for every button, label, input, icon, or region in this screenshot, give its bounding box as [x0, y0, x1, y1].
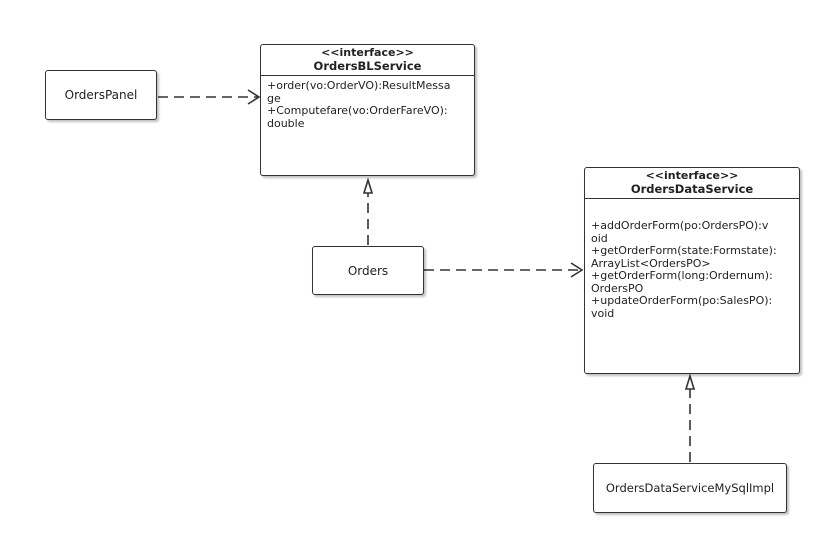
orders-data-service-interface[interactable]: <<interface>> OrdersDataService +addOrde… — [584, 167, 800, 374]
stereotype-label: <<interface>> — [321, 46, 414, 59]
orders-label: Orders — [347, 263, 389, 278]
stereotype-label: <<interface>> — [645, 169, 739, 182]
dependency-arrowhead-bl — [247, 89, 261, 105]
orders-bl-service-interface[interactable]: <<interface>> OrdersBLService +order(vo:… — [260, 44, 475, 176]
interface-methods: +order(vo:OrderVO):ResultMessa ge +Compu… — [267, 79, 451, 130]
orders-panel-class[interactable]: OrdersPanel — [45, 70, 157, 120]
interface-header: <<interface>> OrdersDataService — [585, 168, 799, 199]
impl-label: OrdersDataServiceMySqlImpl — [605, 481, 775, 495]
orders-panel-label: OrdersPanel — [64, 88, 138, 102]
interface-name: OrdersBLService — [313, 59, 422, 73]
realization-arrowhead-data — [684, 373, 696, 390]
interface-header: <<interface>> OrdersBLService — [261, 45, 474, 76]
dependency-arrowhead-data — [570, 262, 584, 278]
orders-class[interactable]: Orders — [312, 246, 424, 295]
interface-name: OrdersDataService — [630, 182, 754, 196]
interface-methods: +addOrderForm(po:OrdersPO):v oid +getOrd… — [591, 219, 777, 320]
realization-arrowhead-bl — [362, 177, 374, 194]
orders-data-service-mysql-impl-class[interactable]: OrdersDataServiceMySqlImpl — [593, 463, 787, 513]
